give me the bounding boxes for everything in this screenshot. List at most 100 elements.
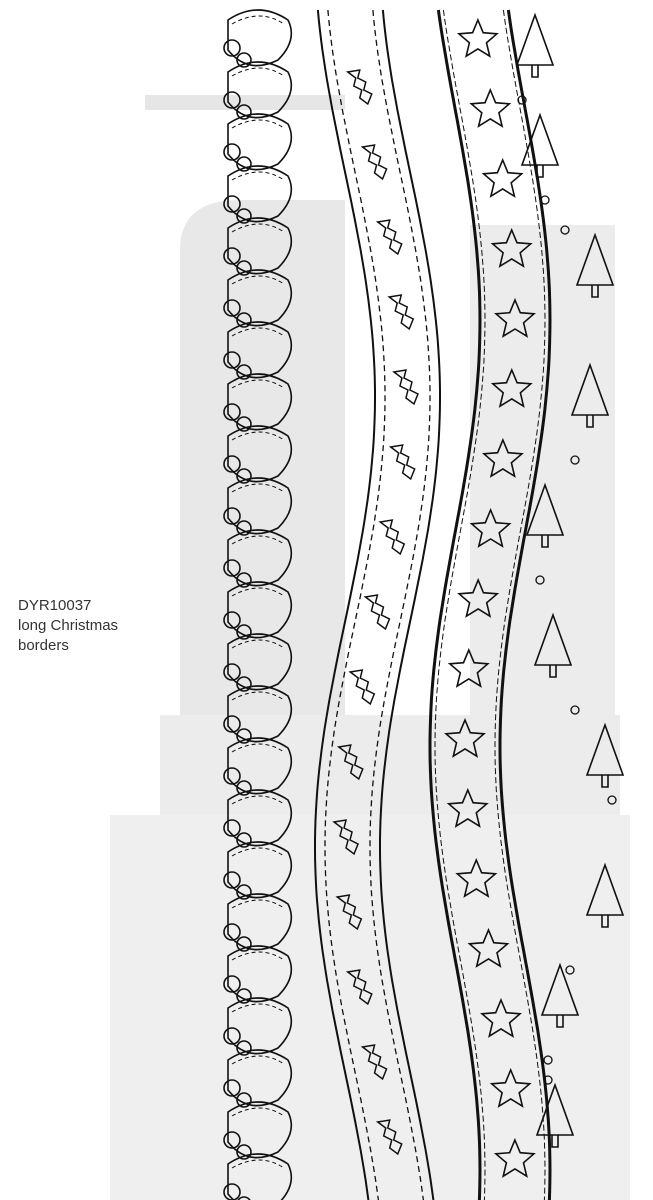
leaf-stitch bbox=[231, 223, 285, 233]
berry-icon bbox=[236, 1040, 252, 1056]
leaf-stitch bbox=[231, 1159, 285, 1169]
star-ribbon-edge bbox=[428, 9, 482, 1200]
holly-leaf-icon bbox=[348, 669, 376, 706]
holly-leaf-icon bbox=[336, 744, 364, 781]
holly-leaf-icon bbox=[378, 519, 406, 556]
leaf-stitch bbox=[231, 691, 285, 701]
star-icon bbox=[481, 157, 524, 198]
berry-icon bbox=[223, 351, 241, 369]
berry-icon bbox=[223, 1027, 241, 1045]
star-icon bbox=[490, 367, 533, 408]
dot-icon bbox=[543, 1075, 553, 1085]
tree-icon bbox=[535, 1082, 575, 1148]
leaf-stitch bbox=[231, 1107, 285, 1117]
leaf-stitch bbox=[231, 119, 285, 129]
berry-icon bbox=[236, 416, 252, 432]
berry-icon bbox=[223, 1131, 241, 1149]
leaf-stitch bbox=[231, 327, 285, 337]
leaf-stitch bbox=[231, 639, 285, 649]
watermark-bar bbox=[145, 95, 345, 110]
holly-leaf-icon bbox=[360, 1044, 388, 1081]
dot-icon bbox=[565, 965, 575, 975]
tree-icon bbox=[525, 482, 565, 548]
berry-icon bbox=[236, 1092, 252, 1108]
berry-icon bbox=[236, 156, 252, 172]
berry-icon bbox=[223, 299, 241, 317]
leaf-stitch bbox=[231, 899, 285, 909]
tree-icon bbox=[533, 612, 573, 678]
star-icon bbox=[481, 437, 524, 478]
holly-ribbon-edge bbox=[314, 9, 376, 1200]
berry-icon bbox=[223, 195, 241, 213]
berry-icon bbox=[223, 975, 241, 993]
berry-icon bbox=[223, 455, 241, 473]
watermark-shape bbox=[470, 225, 615, 745]
leaf-icon bbox=[227, 1153, 293, 1200]
product-name-line1: long Christmas bbox=[18, 617, 119, 634]
leaf-stitch bbox=[231, 379, 285, 389]
dot-icon bbox=[517, 95, 527, 105]
berry-icon bbox=[236, 936, 252, 952]
holly-leaf-icon bbox=[375, 219, 403, 256]
berry-icon bbox=[223, 507, 241, 525]
tree-icon bbox=[515, 12, 555, 78]
holly-ribbon-stitch bbox=[324, 9, 386, 1200]
berry-icon bbox=[236, 468, 252, 484]
berry-icon bbox=[236, 312, 252, 328]
dot-icon bbox=[570, 455, 580, 465]
berry-icon bbox=[236, 1144, 252, 1160]
berry-icon bbox=[223, 247, 241, 265]
berry-icon bbox=[237, 1196, 251, 1200]
star-icon bbox=[447, 647, 490, 688]
star-icon bbox=[469, 87, 512, 128]
leaf-stitch bbox=[231, 15, 285, 25]
star-icon bbox=[480, 997, 522, 1038]
leaf-stitch bbox=[231, 847, 285, 857]
holly-leaf-icon bbox=[388, 444, 416, 481]
holly-leaf-icon bbox=[387, 294, 415, 331]
berry-icon bbox=[236, 104, 252, 120]
dot-icon bbox=[540, 195, 550, 205]
star-icon bbox=[444, 717, 486, 758]
berry-icon bbox=[236, 520, 252, 536]
leaf-stitch bbox=[231, 67, 285, 77]
berry-icon bbox=[223, 559, 241, 577]
dot-icon bbox=[560, 225, 570, 235]
berry-icon bbox=[223, 91, 241, 109]
holly-leaf-icon bbox=[360, 144, 388, 181]
star-icon bbox=[490, 227, 533, 268]
dot-icon bbox=[570, 705, 580, 715]
berry-icon bbox=[236, 624, 252, 640]
holly-leaf-icon bbox=[363, 594, 391, 631]
leaf-stitch bbox=[231, 1003, 285, 1013]
berry-icon bbox=[223, 923, 241, 941]
holly-ribbon-edge bbox=[379, 9, 441, 1200]
leaf-stitch bbox=[231, 587, 285, 597]
dot-icon bbox=[543, 1055, 553, 1065]
star-icon bbox=[494, 297, 536, 338]
berry-icon bbox=[223, 715, 241, 733]
star-icon bbox=[456, 17, 499, 58]
berry-icon bbox=[236, 52, 252, 68]
berry-icon bbox=[236, 364, 252, 380]
star-icon bbox=[457, 577, 500, 618]
watermark-background bbox=[110, 95, 630, 1200]
leaf-stitch bbox=[231, 743, 285, 753]
leaf-stitch bbox=[231, 535, 285, 545]
berry-icon bbox=[236, 832, 252, 848]
leaf-stitch bbox=[231, 275, 285, 285]
berry-icon bbox=[236, 780, 252, 796]
star-ribbon-edge bbox=[498, 9, 552, 1200]
tree-icon bbox=[540, 962, 580, 1028]
tree-icon bbox=[575, 232, 615, 298]
berry-icon bbox=[236, 884, 252, 900]
berry-icon bbox=[223, 663, 241, 681]
dot-icon bbox=[535, 575, 545, 585]
holly-leaf-icon bbox=[345, 969, 373, 1006]
holly-leaf-icon bbox=[345, 69, 373, 106]
product-caption: DYR10037 long Christmas borders bbox=[18, 596, 118, 656]
product-code: DYR10037 bbox=[18, 597, 92, 614]
leaf-stitch bbox=[231, 795, 285, 805]
